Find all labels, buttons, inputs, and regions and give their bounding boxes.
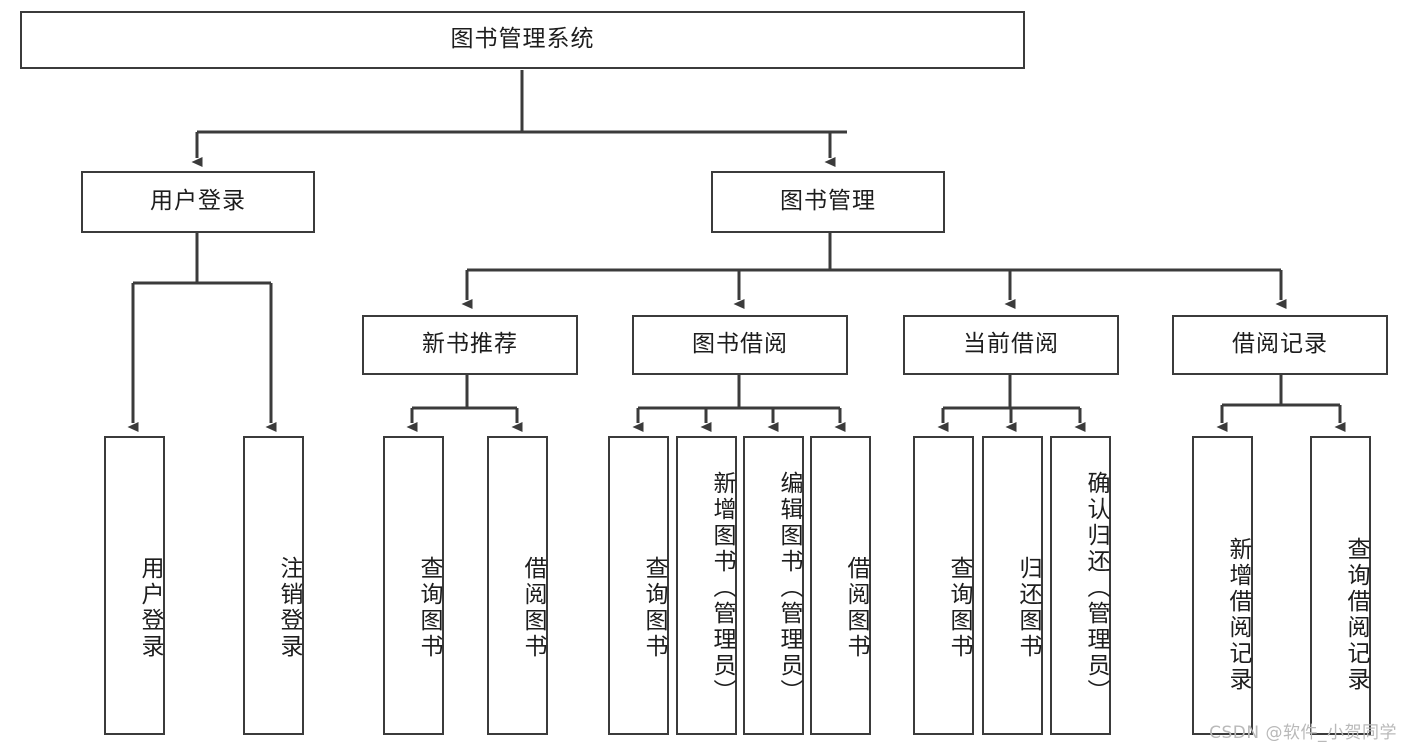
leaf-add-book-label: 新增图书（管理员） bbox=[709, 470, 735, 705]
leaf-borrow-book-2[interactable]: 借阅图书 bbox=[810, 436, 871, 735]
leaf-query-record[interactable]: 查询借阅记录 bbox=[1310, 436, 1371, 735]
leaf-add-record[interactable]: 新增借阅记录 bbox=[1192, 436, 1253, 735]
leaf-user-logout-label: 注销登录 bbox=[276, 555, 302, 660]
leaf-confirm-return[interactable]: 确认归还（管理员） bbox=[1050, 436, 1111, 735]
leaf-borrow-book-1-label: 借阅图书 bbox=[520, 555, 546, 660]
leaf-edit-book-label: 编辑图书（管理员） bbox=[776, 470, 802, 705]
leaf-query-book-2-label: 查询图书 bbox=[641, 555, 667, 660]
leaf-query-book-1[interactable]: 查询图书 bbox=[383, 436, 444, 735]
node-new-book-recommend[interactable]: 新书推荐 bbox=[362, 315, 578, 375]
node-book-borrow[interactable]: 图书借阅 bbox=[632, 315, 848, 375]
leaf-borrow-book-1[interactable]: 借阅图书 bbox=[487, 436, 548, 735]
leaf-query-book-3[interactable]: 查询图书 bbox=[913, 436, 974, 735]
leaf-query-record-label: 查询借阅记录 bbox=[1343, 536, 1369, 693]
leaf-edit-book[interactable]: 编辑图书（管理员） bbox=[743, 436, 804, 735]
node-book-manage-label: 图书管理 bbox=[780, 188, 876, 215]
node-current-borrow-label: 当前借阅 bbox=[963, 331, 1059, 358]
node-user-login[interactable]: 用户登录 bbox=[81, 171, 315, 233]
node-root-label: 图书管理系统 bbox=[450, 26, 595, 53]
leaf-borrow-book-2-label: 借阅图书 bbox=[843, 555, 869, 660]
leaf-query-book-2[interactable]: 查询图书 bbox=[608, 436, 669, 735]
leaf-query-book-3-label: 查询图书 bbox=[946, 555, 972, 660]
node-borrow-record[interactable]: 借阅记录 bbox=[1172, 315, 1388, 375]
node-book-manage[interactable]: 图书管理 bbox=[711, 171, 945, 233]
leaf-return-book[interactable]: 归还图书 bbox=[982, 436, 1043, 735]
leaf-user-login[interactable]: 用户登录 bbox=[104, 436, 165, 735]
leaf-return-book-label: 归还图书 bbox=[1015, 555, 1041, 660]
leaf-confirm-return-label: 确认归还（管理员） bbox=[1083, 470, 1109, 705]
node-new-book-recommend-label: 新书推荐 bbox=[422, 331, 518, 358]
node-borrow-record-label: 借阅记录 bbox=[1232, 331, 1328, 358]
leaf-add-book[interactable]: 新增图书（管理员） bbox=[676, 436, 737, 735]
leaf-user-logout[interactable]: 注销登录 bbox=[243, 436, 304, 735]
leaf-query-book-1-label: 查询图书 bbox=[416, 555, 442, 660]
node-user-login-label: 用户登录 bbox=[150, 188, 246, 215]
watermark: CSDN @软件_小贺同学 bbox=[1209, 723, 1397, 743]
node-book-borrow-label: 图书借阅 bbox=[692, 331, 788, 358]
node-current-borrow[interactable]: 当前借阅 bbox=[903, 315, 1119, 375]
node-root[interactable]: 图书管理系统 bbox=[20, 11, 1025, 69]
leaf-add-record-label: 新增借阅记录 bbox=[1225, 536, 1251, 693]
leaf-user-login-label: 用户登录 bbox=[137, 555, 163, 660]
